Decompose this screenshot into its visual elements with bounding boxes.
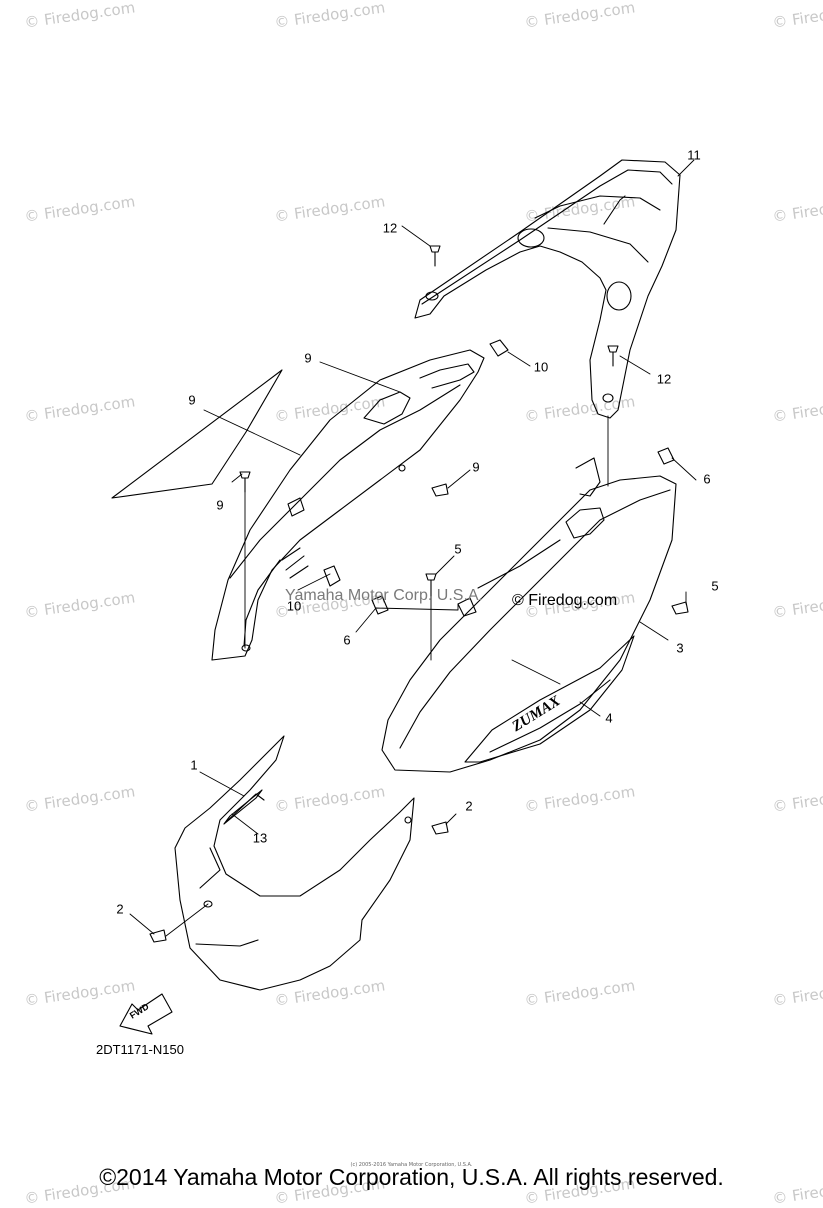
diagram-code: 2DT1171-N150: [96, 1042, 184, 1057]
part-9-screws: [239, 471, 449, 497]
callout-9a: 9: [472, 459, 480, 475]
callout-12a: 12: [382, 220, 398, 236]
callout-3: 3: [676, 640, 684, 656]
callout-10b: 10: [286, 598, 302, 614]
callout-5a: 5: [454, 541, 462, 557]
clips: [281, 339, 675, 615]
callout-6b: 6: [343, 632, 351, 648]
callout-2b: 2: [116, 901, 124, 917]
callout-6a: 6: [703, 471, 711, 487]
callout-10a: 10: [533, 359, 549, 375]
callout-1: 1: [190, 757, 198, 773]
part-2-screws: [149, 821, 449, 943]
part-3-main-side-cover: [381, 457, 677, 773]
callout-12b: 12: [656, 371, 672, 387]
callout-4: 4: [605, 710, 613, 726]
callout-13: 13: [252, 830, 268, 846]
part-12-screws: [429, 245, 619, 367]
part-8-panel-sheet: [111, 369, 283, 499]
callout-2a: 2: [465, 798, 473, 814]
leader-lines: [129, 159, 697, 937]
part-7-side-cover-left: [211, 349, 485, 661]
part-4-decal: [464, 635, 635, 763]
callout-9b: 9: [216, 497, 224, 513]
part-5-screws: [425, 573, 689, 615]
callout-11: 11: [687, 147, 701, 163]
callout-5b: 5: [711, 578, 719, 594]
diagram-inline-watermark: Yamaha Motor Corp. U.S.A.: [285, 587, 483, 604]
part-1-lower-cover: [174, 735, 415, 991]
tiny-copyright: (c) 2005-2016 Yamaha Motor Corporation, …: [350, 1162, 473, 1168]
part-11-grab-rail: [414, 159, 681, 419]
footer-copyright: ©2014 Yamaha Motor Corporation, U.S.A. A…: [99, 1164, 724, 1190]
part-13-decal: [223, 789, 263, 825]
callout-7: 9: [304, 350, 312, 366]
callout-8: 9: [188, 392, 196, 408]
diagram-inline-firedog: © Firedog.com: [512, 592, 618, 609]
fwd-arrow-icon: [119, 993, 173, 1035]
